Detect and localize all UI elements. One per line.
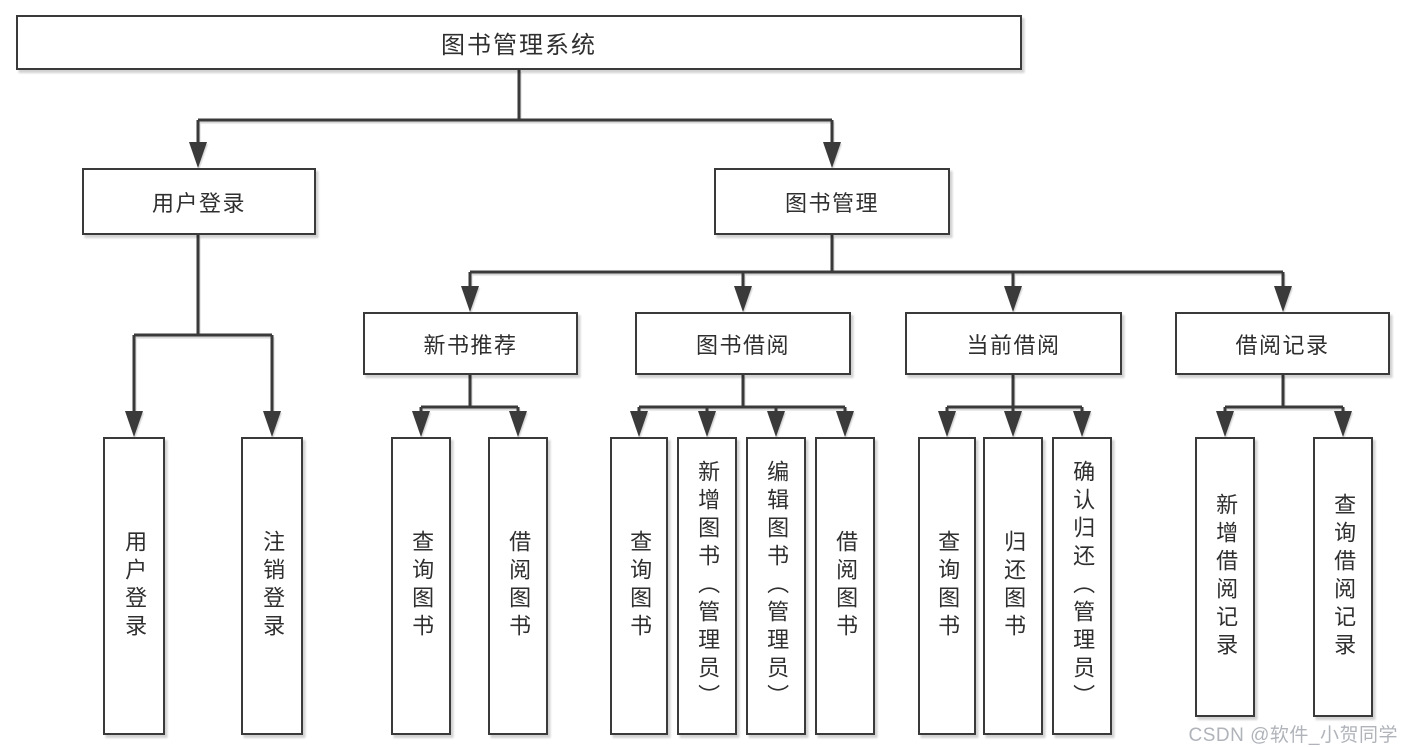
node-label: 查询借阅记录 bbox=[1331, 493, 1357, 661]
node-label: 新书推荐 bbox=[423, 332, 518, 358]
node-label: 新增借阅记录 bbox=[1213, 493, 1239, 661]
connector-current-borrow-children bbox=[938, 375, 1091, 437]
node-label: 查询图书 bbox=[409, 530, 435, 642]
node-label: 当前借阅 bbox=[966, 332, 1061, 358]
leaf-confirm-return-admin: 确认归还（管理员） bbox=[1052, 437, 1112, 735]
node-label: 图书管理系统 bbox=[441, 32, 597, 59]
node-label: 确认归还（管理员） bbox=[1070, 460, 1096, 712]
leaf-search-books-borrow: 查询图书 bbox=[610, 437, 668, 735]
leaf-borrow-books-recommend: 借阅图书 bbox=[488, 437, 548, 735]
node-label: 注销登录 bbox=[260, 530, 286, 642]
node-label: 新增图书（管理员） bbox=[695, 460, 721, 712]
connector-root-to-level2 bbox=[189, 70, 841, 168]
node-label: 编辑图书（管理员） bbox=[764, 460, 790, 712]
watermark-text: CSDN @软件_小贺同学 bbox=[1188, 725, 1398, 746]
node-label: 查询图书 bbox=[935, 530, 961, 642]
connector-new-book-children bbox=[412, 375, 527, 437]
node-label: 借阅图书 bbox=[833, 530, 859, 642]
leaf-search-borrow-record: 查询借阅记录 bbox=[1313, 437, 1373, 717]
connector-book-borrow-children bbox=[630, 375, 854, 437]
node-label: 图书借阅 bbox=[695, 332, 790, 358]
node-book-borrow: 图书借阅 bbox=[635, 312, 851, 375]
leaf-add-borrow-record: 新增借阅记录 bbox=[1195, 437, 1255, 717]
connector-borrow-records-children bbox=[1216, 375, 1352, 437]
leaf-edit-book-admin: 编辑图书（管理员） bbox=[746, 437, 806, 735]
node-label: 图书管理 bbox=[784, 190, 879, 216]
leaf-return-book: 归还图书 bbox=[983, 437, 1043, 735]
leaf-user-login: 用户登录 bbox=[103, 437, 165, 735]
node-label: 用户登录 bbox=[151, 190, 246, 216]
connector-user-login-children bbox=[125, 235, 281, 437]
node-library-system: 图书管理系统 bbox=[16, 15, 1022, 70]
leaf-add-book-admin: 新增图书（管理员） bbox=[677, 437, 737, 735]
leaf-search-books-current: 查询图书 bbox=[918, 437, 976, 735]
node-borrow-records: 借阅记录 bbox=[1175, 312, 1390, 375]
node-user-login: 用户登录 bbox=[82, 168, 316, 235]
leaf-logout: 注销登录 bbox=[241, 437, 303, 735]
node-label: 借阅记录 bbox=[1235, 332, 1330, 358]
connector-book-management-children bbox=[461, 235, 1292, 312]
leaf-search-books-recommend: 查询图书 bbox=[391, 437, 451, 735]
node-label: 归还图书 bbox=[1001, 530, 1027, 642]
node-label: 用户登录 bbox=[122, 530, 148, 642]
node-label: 借阅图书 bbox=[506, 530, 532, 642]
node-new-book-recommend: 新书推荐 bbox=[363, 312, 578, 375]
node-current-borrow: 当前借阅 bbox=[905, 312, 1122, 375]
node-book-management: 图书管理 bbox=[714, 168, 950, 235]
node-label: 查询图书 bbox=[627, 530, 653, 642]
leaf-borrow-books: 借阅图书 bbox=[815, 437, 875, 735]
